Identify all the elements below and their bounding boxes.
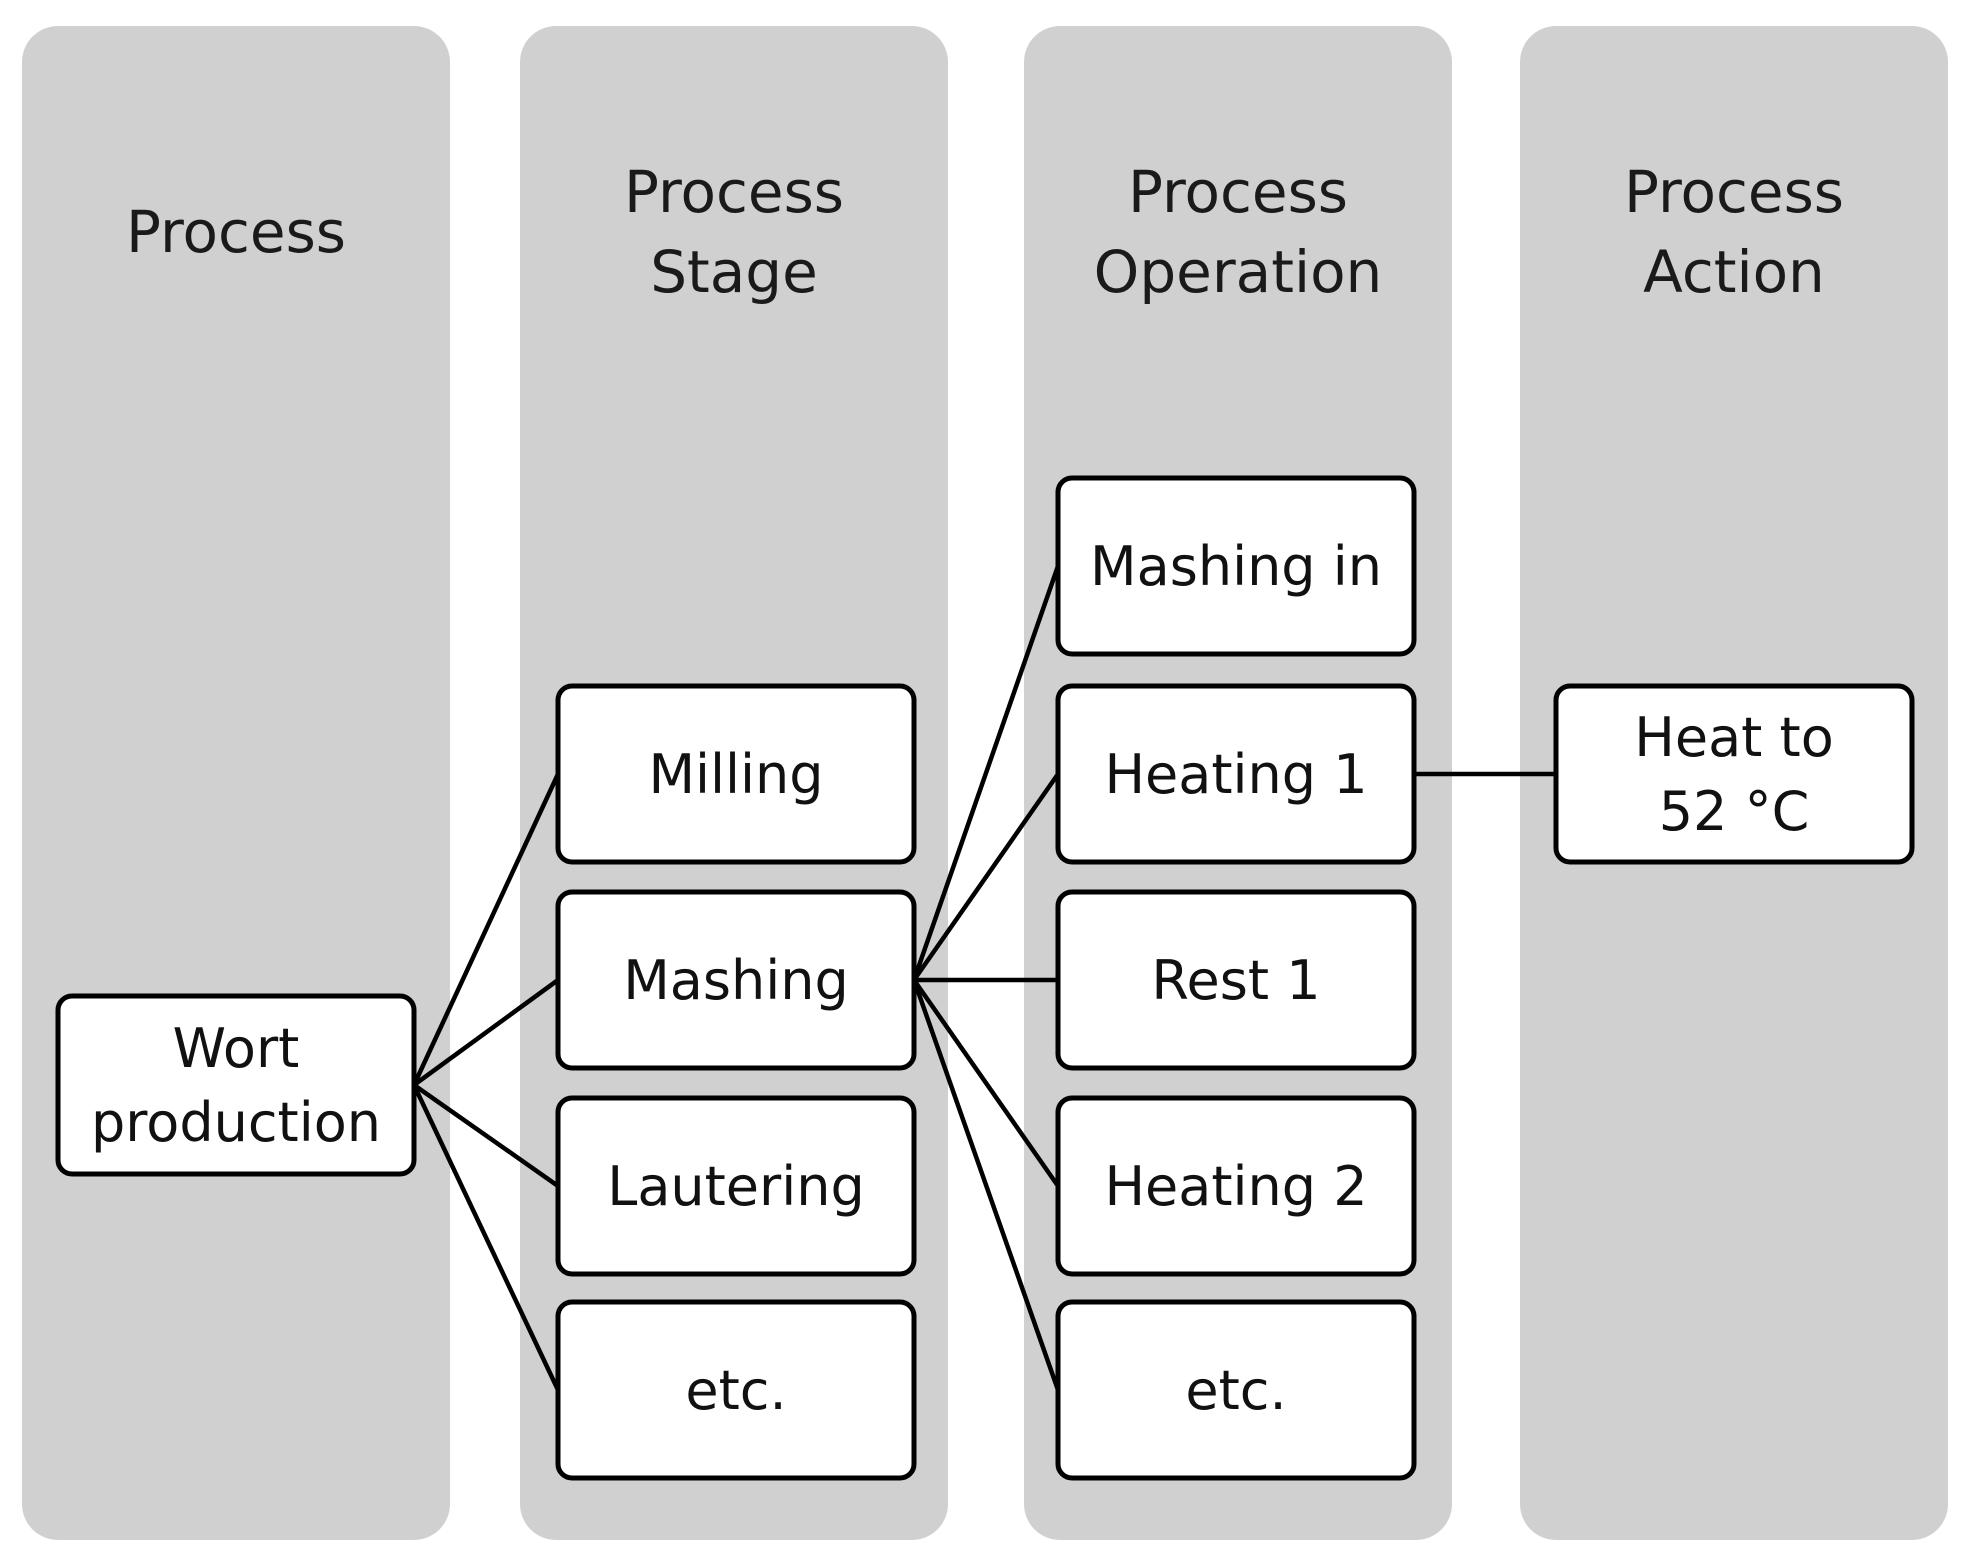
- node-heating_1: Heating 1: [1055, 683, 1417, 865]
- node-label: Mashing in: [1090, 535, 1382, 598]
- node-box: [1055, 1095, 1417, 1277]
- node-label: Heat to: [1634, 706, 1833, 769]
- column-title: Process: [1624, 158, 1844, 226]
- node-label: etc.: [685, 1359, 786, 1422]
- node-label: Mashing: [623, 949, 849, 1012]
- node-box: [1055, 889, 1417, 1071]
- node-operation_etc: etc.: [1055, 1299, 1417, 1481]
- node-label: Rest 1: [1151, 949, 1320, 1012]
- edge-wort_production-to-stage_etc: [411, 1084, 561, 1391]
- node-label: 52 °C: [1659, 780, 1810, 843]
- node-box: [555, 1299, 917, 1481]
- column-title: Process: [126, 198, 346, 266]
- edge-mashing-to-mashing_in: [911, 565, 1061, 981]
- node-heat_to_52: Heat to 52 °C: [1553, 683, 1915, 865]
- edge-mashing-to-heating_1: [912, 772, 1060, 982]
- node-label: Heating 1: [1104, 743, 1367, 806]
- node-label: Milling: [648, 743, 823, 806]
- node-label: Lautering: [607, 1155, 865, 1218]
- node-label: etc.: [1185, 1359, 1286, 1422]
- node-wort_production: Wort production: [55, 993, 417, 1177]
- column-process: Process: [22, 26, 450, 1540]
- node-mashing_in: Mashing in: [1055, 475, 1417, 657]
- edge-mashing-to-operation_etc: [911, 979, 1061, 1391]
- node-box: [555, 683, 917, 865]
- column-title: Action: [1643, 238, 1825, 306]
- node-stage_etc: etc.: [555, 1299, 917, 1481]
- edge-wort_production-to-milling: [411, 773, 561, 1086]
- node-mashing: Mashing: [555, 889, 917, 1071]
- node-label: production: [91, 1091, 381, 1154]
- edge-wort_production-to-lautering: [412, 1083, 560, 1188]
- column-title: Operation: [1094, 238, 1383, 306]
- node-box: [55, 993, 417, 1177]
- node-box: [555, 889, 917, 1071]
- node-rest_1: Rest 1: [1055, 889, 1417, 1071]
- node-box: [1055, 475, 1417, 657]
- node-heating_2: Heating 2: [1055, 1095, 1417, 1277]
- node-label: Heating 2: [1104, 1155, 1367, 1218]
- node-box: [555, 1095, 917, 1277]
- column-title: Process: [1128, 158, 1348, 226]
- edge-wort_production-to-mashing: [412, 978, 560, 1087]
- node-milling: Milling: [555, 683, 917, 865]
- node-lautering: Lautering: [555, 1095, 917, 1277]
- column-title: Process: [624, 158, 844, 226]
- node-box: [1553, 683, 1915, 865]
- node-box: [1055, 1299, 1417, 1481]
- node-box: [1055, 683, 1417, 865]
- column-title: Stage: [650, 238, 818, 306]
- node-label: Wort: [173, 1017, 300, 1080]
- edge-mashing-to-heating_2: [912, 978, 1060, 1188]
